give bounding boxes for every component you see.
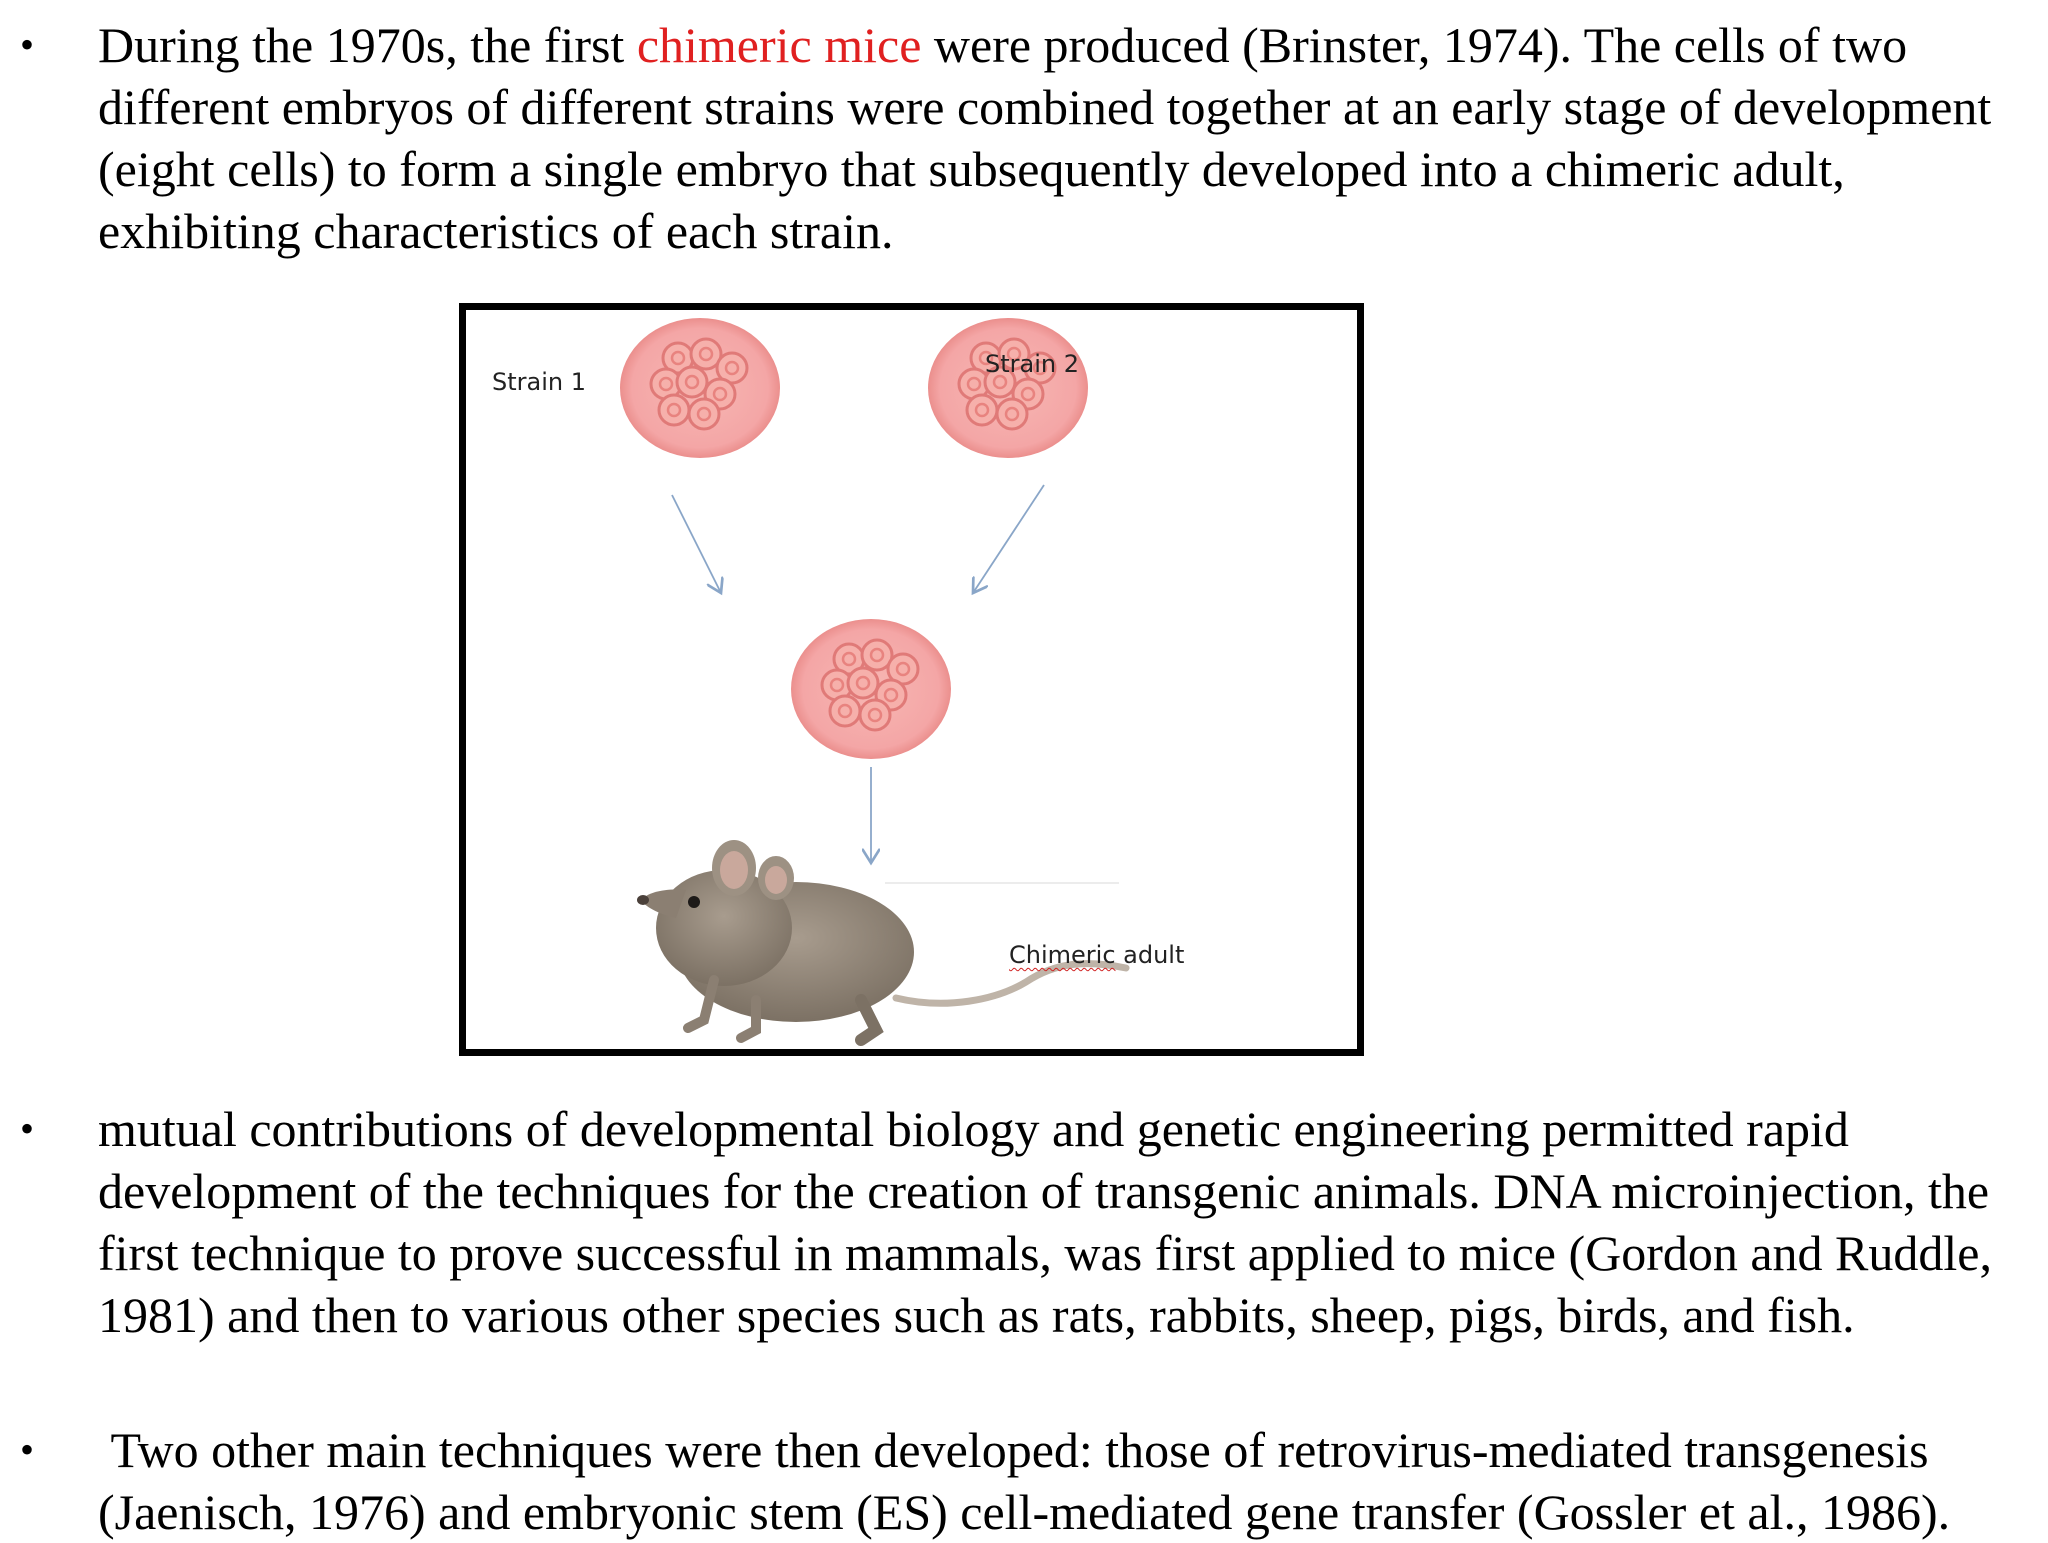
chimeric-mouse-diagram: Strain 1 Strain 2 Chimeric adult (459, 303, 1364, 1056)
bullet-1-text-before: During the 1970s, the first (98, 17, 637, 73)
bullet-1-text-after: were produced (Brinster, 1974). The cell… (98, 17, 1992, 259)
strain-2-label: Strain 2 (985, 350, 1079, 378)
embryo-icon-strain-2 (926, 316, 1090, 460)
strain-1-label: Strain 1 (492, 368, 586, 396)
highlight-term-chimeric-mice: chimeric mice (636, 17, 922, 73)
bullet-marker: • (20, 1427, 35, 1472)
bullet-marker: • (20, 1106, 35, 1151)
mouse-illustration (637, 840, 1130, 1046)
embryo-icon-strain-1 (618, 316, 782, 460)
chimeric-adult-label: Chimeric adult (1009, 941, 1184, 969)
bullet-marker: • (20, 22, 35, 67)
embryo-icon-combined (789, 617, 953, 761)
bullet-text-3: Two other main techniques were then deve… (98, 1422, 1951, 1540)
arrow-icon-strain-2 (973, 484, 1045, 593)
bullet-text-2: mutual contributions of developmental bi… (98, 1101, 1992, 1343)
diagram-graphics (618, 316, 1130, 1046)
arrow-icon-strain-1 (671, 494, 721, 593)
bullet-text-1: During the 1970s, the first chimeric mic… (98, 14, 2020, 262)
adult-word: adult (1115, 941, 1185, 969)
chimeric-word: Chimeric (1009, 941, 1116, 969)
